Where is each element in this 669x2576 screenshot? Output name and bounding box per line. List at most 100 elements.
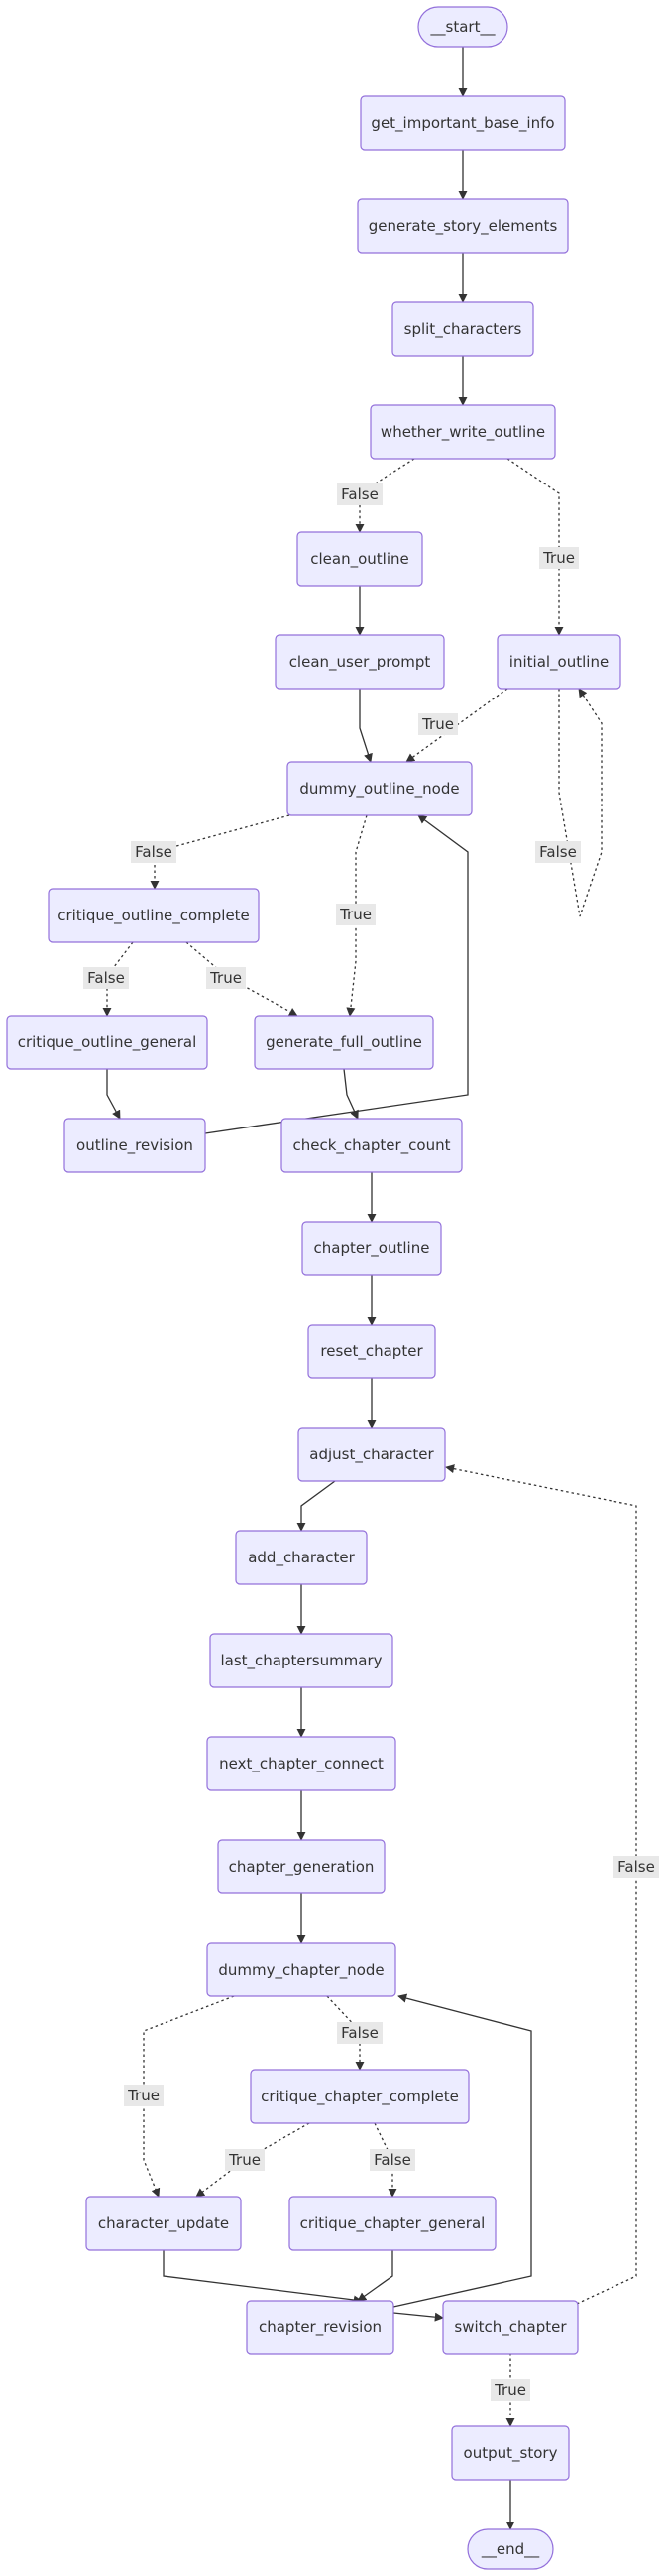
edge-label-dummy-chapter-false: False	[337, 2022, 383, 2044]
node-start[interactable]: __start__	[417, 6, 508, 48]
node-generate-full-outline[interactable]: generate_full_outline	[254, 1015, 434, 1070]
edge-initial-true-dummy-outline	[405, 688, 508, 763]
node-whether-write-outline[interactable]: whether_write_outline	[370, 404, 556, 460]
node-adjust-character[interactable]: adjust_character	[297, 1427, 446, 1482]
svg-text:outline_revision: outline_revision	[76, 1136, 193, 1155]
node-output-story[interactable]: output_story	[451, 2425, 570, 2481]
node-chapter-revision[interactable]: chapter_revision	[246, 2300, 394, 2355]
node-check-chapter-count[interactable]: check_chapter_count	[280, 1118, 463, 1173]
svg-text:critique_outline_general: critique_outline_general	[18, 1033, 197, 1052]
svg-text:generate_story_elements: generate_story_elements	[369, 217, 558, 236]
edge-label-initial-loop-false: False	[535, 841, 581, 863]
edge-switch-false-adjust	[445, 1464, 637, 2305]
node-chapter-generation[interactable]: chapter_generation	[217, 1839, 386, 1894]
edge-chapter-revision-to-dummy-chapter	[392, 1993, 532, 2308]
edge-label-critique-chapter-true: True	[225, 2149, 265, 2171]
node-next-chapter-connect[interactable]: next_chapter_connect	[206, 1736, 396, 1791]
svg-text:True: True	[127, 2087, 160, 2104]
node-critique-outline-general[interactable]: critique_outline_general	[6, 1015, 208, 1070]
svg-text:True: True	[421, 715, 454, 733]
node-switch-chapter[interactable]: switch_chapter	[442, 2300, 579, 2355]
edge-adjust-to-add	[296, 1480, 336, 1532]
svg-text:False: False	[135, 843, 172, 861]
edge-general-to-chapter-revision	[357, 2250, 393, 2302]
edge-user-prompt-to-dummy-outline	[359, 689, 373, 763]
edge-label-critique-outline-true: True	[206, 967, 246, 989]
edge-label-critique-outline-false: False	[83, 967, 129, 989]
node-initial-outline[interactable]: initial_outline	[497, 634, 621, 690]
svg-text:switch_chapter: switch_chapter	[454, 2318, 567, 2337]
node-clean-user-prompt[interactable]: clean_user_prompt	[275, 634, 445, 690]
node-reset-chapter[interactable]: reset_chapter	[307, 1324, 436, 1379]
edge-whether-true-initial-outline	[506, 458, 564, 636]
svg-text:False: False	[341, 485, 379, 503]
svg-text:critique_outline_complete: critique_outline_complete	[57, 907, 250, 925]
node-outline-revision[interactable]: outline_revision	[63, 1118, 206, 1173]
svg-text:get_important_base_info: get_important_base_info	[371, 114, 554, 133]
svg-text:False: False	[617, 1858, 655, 1876]
edge-label-whether-true: True	[539, 547, 579, 569]
node-critique-chapter-general[interactable]: critique_chapter_general	[288, 2196, 497, 2251]
svg-text:False: False	[341, 2024, 379, 2042]
edge-labels: False True True False False True False	[83, 483, 659, 2401]
svg-text:dummy_outline_node: dummy_outline_node	[299, 780, 459, 799]
svg-text:generate_full_outline: generate_full_outline	[266, 1033, 422, 1052]
svg-text:initial_outline: initial_outline	[509, 653, 609, 672]
svg-text:True: True	[209, 969, 242, 987]
svg-text:dummy_chapter_node: dummy_chapter_node	[218, 1961, 384, 1980]
edge-label-whether-false: False	[337, 483, 383, 505]
svg-text:clean_outline: clean_outline	[310, 550, 408, 569]
node-character-update[interactable]: character_update	[85, 2196, 242, 2251]
svg-text:True: True	[494, 2381, 526, 2399]
svg-text:True: True	[542, 549, 575, 567]
edge-chapter-revision-to-switch	[392, 2312, 444, 2322]
node-dummy-outline-node[interactable]: dummy_outline_node	[286, 761, 473, 816]
node-generate-story-elements[interactable]: generate_story_elements	[357, 198, 569, 254]
svg-text:character_update: character_update	[98, 2214, 229, 2233]
node-last-chaptersummary[interactable]: last_chaptersummary	[209, 1633, 393, 1688]
svg-text:next_chapter_connect: next_chapter_connect	[219, 1755, 384, 1773]
node-end[interactable]: __end__	[467, 2528, 554, 2570]
svg-text:check_chapter_count: check_chapter_count	[293, 1136, 451, 1155]
edge-character-update-to-revision	[163, 2250, 363, 2305]
edge-general-to-revision	[106, 1069, 121, 1120]
edge-critique-true-full-outline	[185, 941, 298, 1017]
edge-label-switch-false: False	[613, 1856, 659, 1878]
node-critique-outline-complete[interactable]: critique_outline_complete	[48, 888, 260, 943]
node-split-characters[interactable]: split_characters	[391, 301, 534, 357]
svg-text:False: False	[87, 969, 125, 987]
node-add-character[interactable]: add_character	[235, 1530, 368, 1585]
svg-text:__start__: __start__	[430, 18, 496, 37]
svg-text:reset_chapter: reset_chapter	[320, 1342, 423, 1361]
node-dummy-chapter-node[interactable]: dummy_chapter_node	[206, 1942, 396, 1997]
svg-text:critique_chapter_general: critique_chapter_general	[300, 2214, 486, 2233]
edge-label-dummy-outline-false: False	[131, 841, 176, 863]
node-clean-outline[interactable]: clean_outline	[296, 531, 423, 587]
edge-label-dummy-chapter-true: True	[124, 2085, 164, 2106]
svg-text:False: False	[539, 843, 577, 861]
node-critique-chapter-complete[interactable]: critique_chapter_complete	[250, 2069, 470, 2124]
svg-text:False: False	[374, 2151, 411, 2169]
svg-text:chapter_generation: chapter_generation	[229, 1858, 375, 1877]
svg-text:add_character: add_character	[248, 1549, 355, 1567]
svg-text:clean_user_prompt: clean_user_prompt	[289, 653, 431, 672]
edge-label-dummy-outline-true: True	[336, 904, 376, 925]
edge-initial-outline-self-loop	[558, 688, 603, 917]
edges	[102, 47, 637, 2530]
node-get-important-base-info[interactable]: get_important_base_info	[360, 95, 566, 151]
edge-label-initial-true: True	[418, 713, 458, 735]
edge-revision-to-dummy-outline	[204, 814, 469, 1134]
svg-text:whether_write_outline: whether_write_outline	[381, 423, 545, 442]
edge-label-critique-chapter-false: False	[370, 2149, 415, 2171]
svg-text:last_chaptersummary: last_chaptersummary	[220, 1652, 382, 1670]
svg-text:split_characters: split_characters	[404, 320, 522, 339]
svg-text:chapter_revision: chapter_revision	[259, 2318, 382, 2337]
edge-critique-chapter-true-character-update	[195, 2122, 310, 2198]
nodes: __start__ get_important_base_info genera…	[6, 6, 621, 2570]
svg-text:adjust_character: adjust_character	[309, 1446, 434, 1464]
node-chapter-outline[interactable]: chapter_outline	[301, 1221, 442, 1276]
svg-text:critique_chapter_complete: critique_chapter_complete	[261, 2088, 459, 2106]
edge-full-outline-to-check-count	[343, 1068, 359, 1120]
svg-text:__end__: __end__	[481, 2540, 540, 2559]
